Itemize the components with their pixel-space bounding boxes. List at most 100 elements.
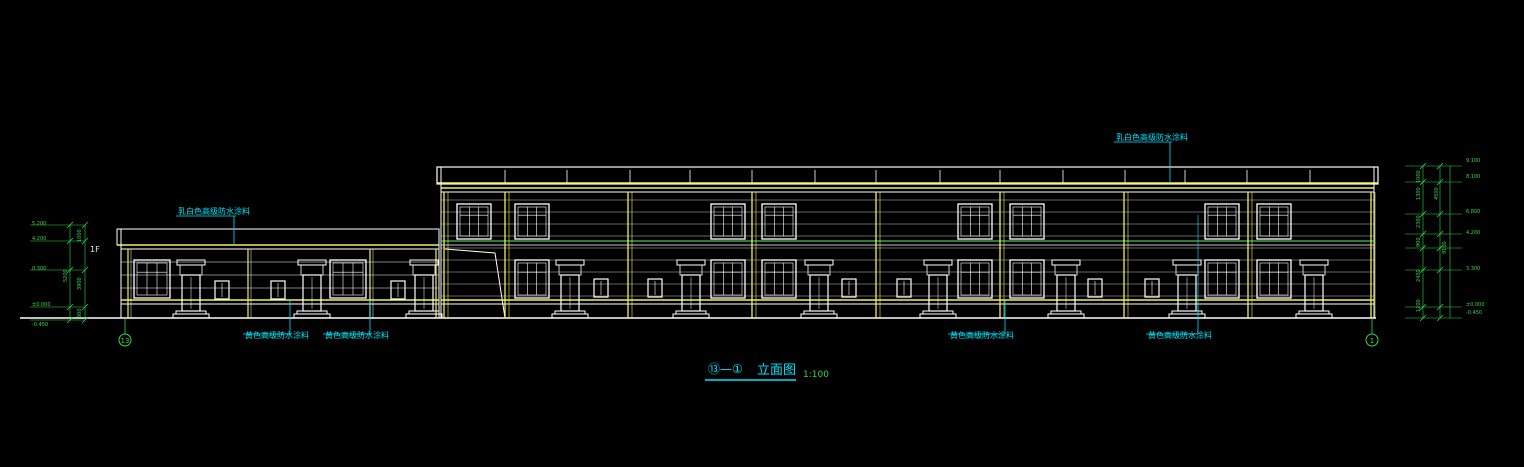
tick: [1419, 314, 1427, 322]
right-seg-2: 1300: [1416, 187, 1422, 200]
tick: [66, 237, 74, 245]
window-inner: [960, 206, 990, 237]
lower-window-6: [1204, 259, 1240, 299]
right-elev-2: 8.100: [1466, 174, 1480, 180]
door-transom: [807, 264, 831, 276]
left-small-window-1: [214, 280, 230, 300]
main-small-window-3: [841, 278, 857, 298]
tick: [81, 221, 89, 229]
door-head: [804, 259, 834, 266]
grid-bubble-right: [1365, 333, 1379, 347]
tick: [1419, 230, 1427, 238]
door-transom: [179, 264, 203, 276]
right-elev-6: ±0.000: [1466, 302, 1485, 308]
window-inner: [136, 262, 168, 296]
door-step: [551, 313, 589, 319]
grid-label-left: 13: [121, 337, 130, 345]
window-inner: [713, 206, 743, 237]
window-inner: [1012, 206, 1042, 237]
window-inner: [332, 262, 364, 296]
door-step: [405, 313, 443, 319]
upper-window-5: [957, 203, 993, 240]
left-elev-4: ±0.000: [32, 302, 51, 308]
door-head: [1172, 259, 1202, 266]
tick: [81, 237, 89, 245]
door-transom: [412, 264, 436, 276]
grid-bubble-left: [118, 333, 132, 347]
tick: [1436, 162, 1444, 170]
door-step: [1168, 313, 1206, 319]
door-transom: [300, 264, 324, 276]
window-inner: [1207, 206, 1237, 237]
window-inner: [459, 206, 489, 237]
right-seg-6: 1200: [1416, 299, 1422, 312]
tick: [1419, 210, 1427, 218]
tick: [81, 316, 89, 324]
left-seg-1: 1000: [77, 229, 83, 242]
annotation-lower-b: 黄色高级防水涂料: [325, 330, 389, 340]
door-step: [800, 313, 838, 319]
door-head: [1051, 259, 1081, 266]
door-head: [176, 259, 206, 266]
left-elev-3: 0.300: [32, 266, 46, 272]
door-head: [1299, 259, 1329, 266]
window-inner: [960, 262, 990, 296]
right-seg-4: 900: [1416, 237, 1422, 247]
grid-label-right: 1: [1370, 337, 1374, 345]
window-inner: [1012, 262, 1042, 296]
tick: [1419, 178, 1427, 186]
window-inner: [764, 206, 794, 237]
upper-window-8: [1256, 203, 1292, 240]
lower-window-3: [761, 259, 797, 299]
tick: [81, 266, 89, 274]
left-elev-5: -0.450: [32, 322, 48, 328]
tick: [1419, 303, 1427, 311]
upper-window-1: [456, 203, 492, 240]
door-head: [297, 259, 327, 266]
upper-window-2: [514, 203, 550, 240]
tick: [1436, 266, 1444, 274]
right-seg-3: 2300: [1416, 215, 1422, 228]
main-parapet: [436, 166, 1379, 185]
tick: [1419, 162, 1427, 170]
door-head: [409, 259, 439, 266]
lower-window-1: [514, 259, 550, 299]
right-total: 9100: [1442, 241, 1448, 254]
annotation-lower-d: 黄色高级防水涂料: [1148, 330, 1212, 340]
left-dimension-texts: 5.200 4.200 0.300 ±0.000 -0.450 1000 390…: [32, 221, 100, 328]
left-window-2: [329, 259, 367, 299]
lower-window-5: [1009, 259, 1045, 299]
tick: [81, 303, 89, 311]
annotation-upper-left: 乳白色高级防水涂料: [178, 206, 250, 216]
door-step: [1295, 313, 1333, 319]
left-window-1: [133, 259, 171, 299]
right-elev-5: 3.300: [1466, 266, 1480, 272]
annotation-upper-right: 乳白色高级防水涂料: [1116, 132, 1188, 142]
main-small-window-6: [1144, 278, 1160, 298]
window-inner: [713, 262, 743, 296]
left-seg-3: 300: [77, 308, 83, 318]
door-step: [919, 313, 957, 319]
tick: [1436, 178, 1444, 186]
door-transom: [558, 264, 582, 276]
drawing-scale: 1:100: [803, 370, 829, 380]
left-wing-parapet: [116, 228, 440, 246]
right-dimension-texts: 9.100 8.100 6.800 4.200 3.300 ±0.000 -0.…: [1416, 158, 1485, 316]
drawing-title: 立面图: [757, 363, 796, 378]
main-small-window-1: [593, 278, 609, 298]
main-small-window-2: [647, 278, 663, 298]
door-head: [555, 259, 585, 266]
window-inner: [1259, 262, 1289, 296]
window-inner: [517, 262, 547, 296]
tick: [1436, 230, 1444, 238]
left-door-mark: 1F: [90, 245, 100, 254]
left-total: 5200: [63, 269, 69, 282]
right-seg-5: 2400: [1416, 269, 1422, 282]
door-transom: [679, 264, 703, 276]
window-inner: [1259, 206, 1289, 237]
tick: [1436, 244, 1444, 252]
left-elev-2: 4.200: [32, 236, 46, 242]
left-small-window-2: [270, 280, 286, 300]
tick: [1419, 266, 1427, 274]
